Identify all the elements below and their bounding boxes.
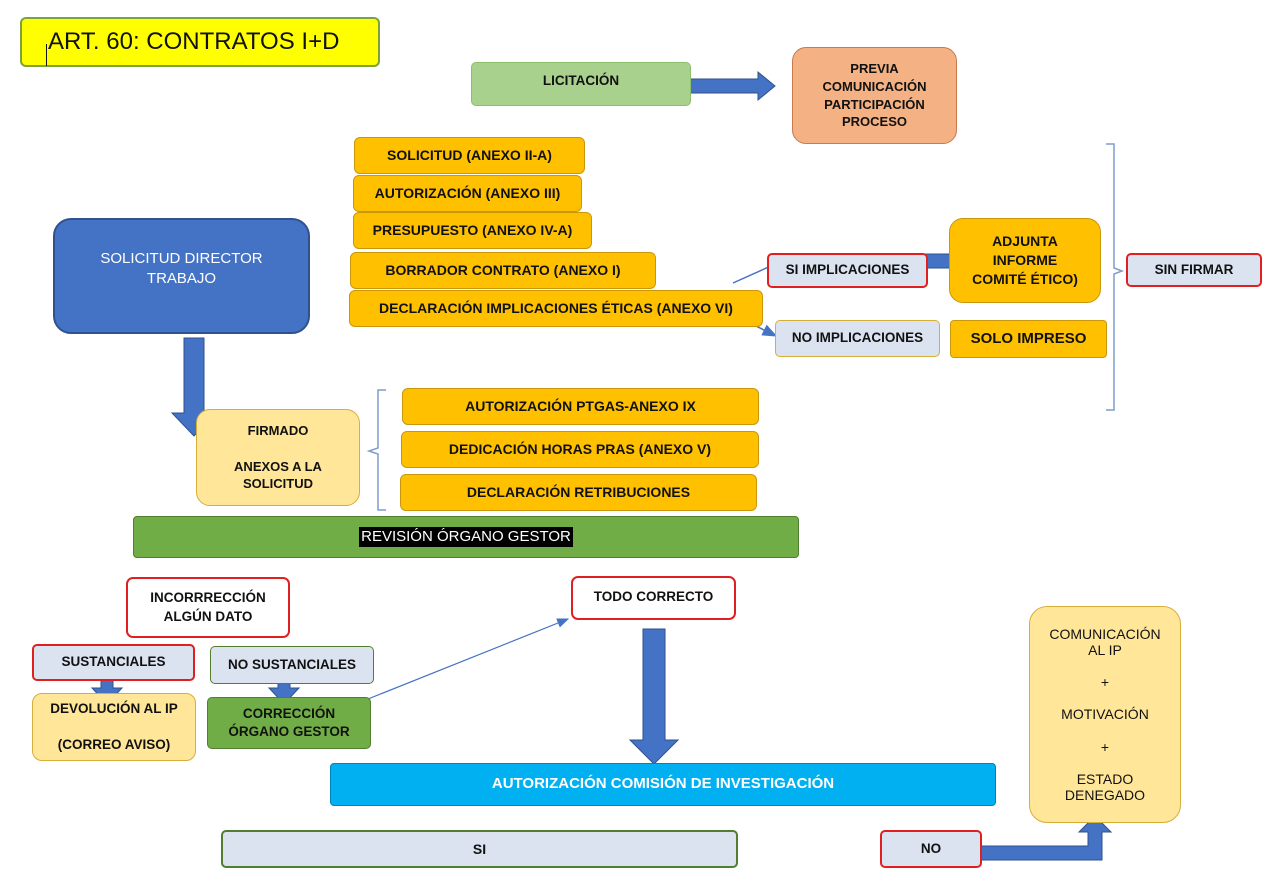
no-sustanciales-box: NO SUSTANCIALES <box>210 646 374 684</box>
correccion-organo-gestor-box: CORRECCIÓN ÓRGANO GESTOR <box>207 697 371 749</box>
si-implicaciones-label: SI IMPLICACIONES <box>785 262 910 278</box>
anexo-presupuesto-label: PRESUPUESTO (ANEXO IV-A) <box>372 222 573 239</box>
anexo-dedicacion-box: DEDICACIÓN HORAS PRAS (ANEXO V) <box>401 431 759 468</box>
anexo-retribuciones-box: DECLARACIÓN RETRIBUCIONES <box>400 474 757 511</box>
sin-firmar-label: SIN FIRMAR <box>1154 261 1234 277</box>
sin-firmar-brace <box>1106 143 1125 411</box>
firmado-label: FIRMADO ANEXOS A LA SOLICITUD <box>234 423 322 492</box>
anexo-ptgas-box: AUTORIZACIÓN PTGAS-ANEXO IX <box>402 388 759 425</box>
adjunta-informe-label: ADJUNTA INFORME COMITÉ ÉTICO) <box>972 233 1078 287</box>
todo-correcto-label: TODO CORRECTO <box>593 589 714 604</box>
correccion-organo-gestor-label: CORRECCIÓN ÓRGANO GESTOR <box>228 705 350 739</box>
no-implicaciones-box: NO IMPLICACIONES <box>775 320 940 357</box>
anexo-dedicacion-label: DEDICACIÓN HORAS PRAS (ANEXO V) <box>448 441 712 458</box>
no-label: NO <box>920 840 942 856</box>
incorreccion-label: INCORRRECCIÓN ALGÚN DATO <box>150 590 266 624</box>
anexo-solicitud-box: SOLICITUD (ANEXO II-A) <box>354 137 585 174</box>
adjunta-informe-box: ADJUNTA INFORME COMITÉ ÉTICO) <box>949 218 1101 303</box>
no-implicaciones-label: NO IMPLICACIONES <box>791 330 924 346</box>
solicitud-director-box: SOLICITUD DIRECTOR TRABAJO <box>53 218 310 334</box>
anexo-etica-box: DECLARACIÓN IMPLICACIONES ÉTICAS (ANEXO … <box>349 290 763 327</box>
anexo-etica-label: DECLARACIÓN IMPLICACIONES ÉTICAS (ANEXO … <box>379 300 733 317</box>
sustanciales-label: SUSTANCIALES <box>61 654 166 670</box>
todo-correcto-box: TODO CORRECTO <box>571 576 736 620</box>
solo-impreso-label: SOLO IMPRESO <box>970 329 1087 347</box>
previa-comunicacion-label: PREVIA COMUNICACIÓN PARTICIPACIÓN PROCES… <box>822 61 927 130</box>
sustanciales-box: SUSTANCIALES <box>32 644 195 681</box>
no-box: NO <box>880 830 982 868</box>
incorreccion-box: INCORRRECCIÓN ALGÚN DATO <box>126 577 290 638</box>
si-implicaciones-box: SI IMPLICACIONES <box>767 253 928 288</box>
page-title-text: ART. 60: CONTRATOS I+D <box>48 27 340 55</box>
licitacion-label: LICITACIÓN <box>542 73 620 88</box>
si-box: SI <box>221 830 738 868</box>
correcto-to-autorizacion-arrow <box>628 628 680 765</box>
anexo-autorizacion-label: AUTORIZACIÓN (ANEXO III) <box>374 185 561 202</box>
si-label: SI <box>472 840 487 857</box>
revision-organo-gestor-bar: REVISIÓN ÓRGANO GESTOR <box>133 516 799 558</box>
comunicacion-ip-box: COMUNICACIÓN AL IP + MOTIVACIÓN + ESTADO… <box>1029 606 1181 823</box>
sin-firmar-box: SIN FIRMAR <box>1126 253 1262 287</box>
devolucion-ip-box: DEVOLUCIÓN AL IP (CORREO AVISO) <box>32 693 196 761</box>
licitacion-box: LICITACIÓN <box>471 62 691 106</box>
autorizacion-comision-bar: AUTORIZACIÓN COMISIÓN DE INVESTIGACIÓN <box>330 763 996 806</box>
no-sustanciales-label: NO SUSTANCIALES <box>227 656 356 672</box>
anexo-ptgas-label: AUTORIZACIÓN PTGAS-ANEXO IX <box>465 398 696 415</box>
firmado-box: FIRMADO ANEXOS A LA SOLICITUD <box>196 409 360 506</box>
autorizacion-comision-label: AUTORIZACIÓN COMISIÓN DE INVESTIGACIÓN <box>491 775 835 793</box>
correccion-to-correcto-arrow <box>367 618 570 700</box>
anexo-retribuciones-label: DECLARACIÓN RETRIBUCIONES <box>466 484 691 501</box>
anexo-solicitud-label: SOLICITUD (ANEXO II-A) <box>387 147 552 164</box>
anexos-brace <box>366 389 386 511</box>
anexo-borrador-box: BORRADOR CONTRATO (ANEXO I) <box>350 252 656 289</box>
devolucion-ip-label: DEVOLUCIÓN AL IP (CORREO AVISO) <box>50 700 178 753</box>
solo-impreso-box: SOLO IMPRESO <box>950 320 1107 358</box>
page-title: ART. 60: CONTRATOS I+D <box>20 17 380 67</box>
anexo-borrador-label: BORRADOR CONTRATO (ANEXO I) <box>385 262 621 279</box>
comunicacion-ip-label: COMUNICACIÓN AL IP + MOTIVACIÓN + ESTADO… <box>1049 625 1161 803</box>
solicitud-director-label: SOLICITUD DIRECTOR TRABAJO <box>100 250 263 288</box>
text-cursor <box>46 44 47 66</box>
revision-organo-gestor-label: REVISIÓN ÓRGANO GESTOR <box>359 526 573 548</box>
anexo-presupuesto-box: PRESUPUESTO (ANEXO IV-A) <box>353 212 592 249</box>
previa-comunicacion-box: PREVIA COMUNICACIÓN PARTICIPACIÓN PROCES… <box>792 47 957 144</box>
anexo-autorizacion-box: AUTORIZACIÓN (ANEXO III) <box>353 175 582 212</box>
